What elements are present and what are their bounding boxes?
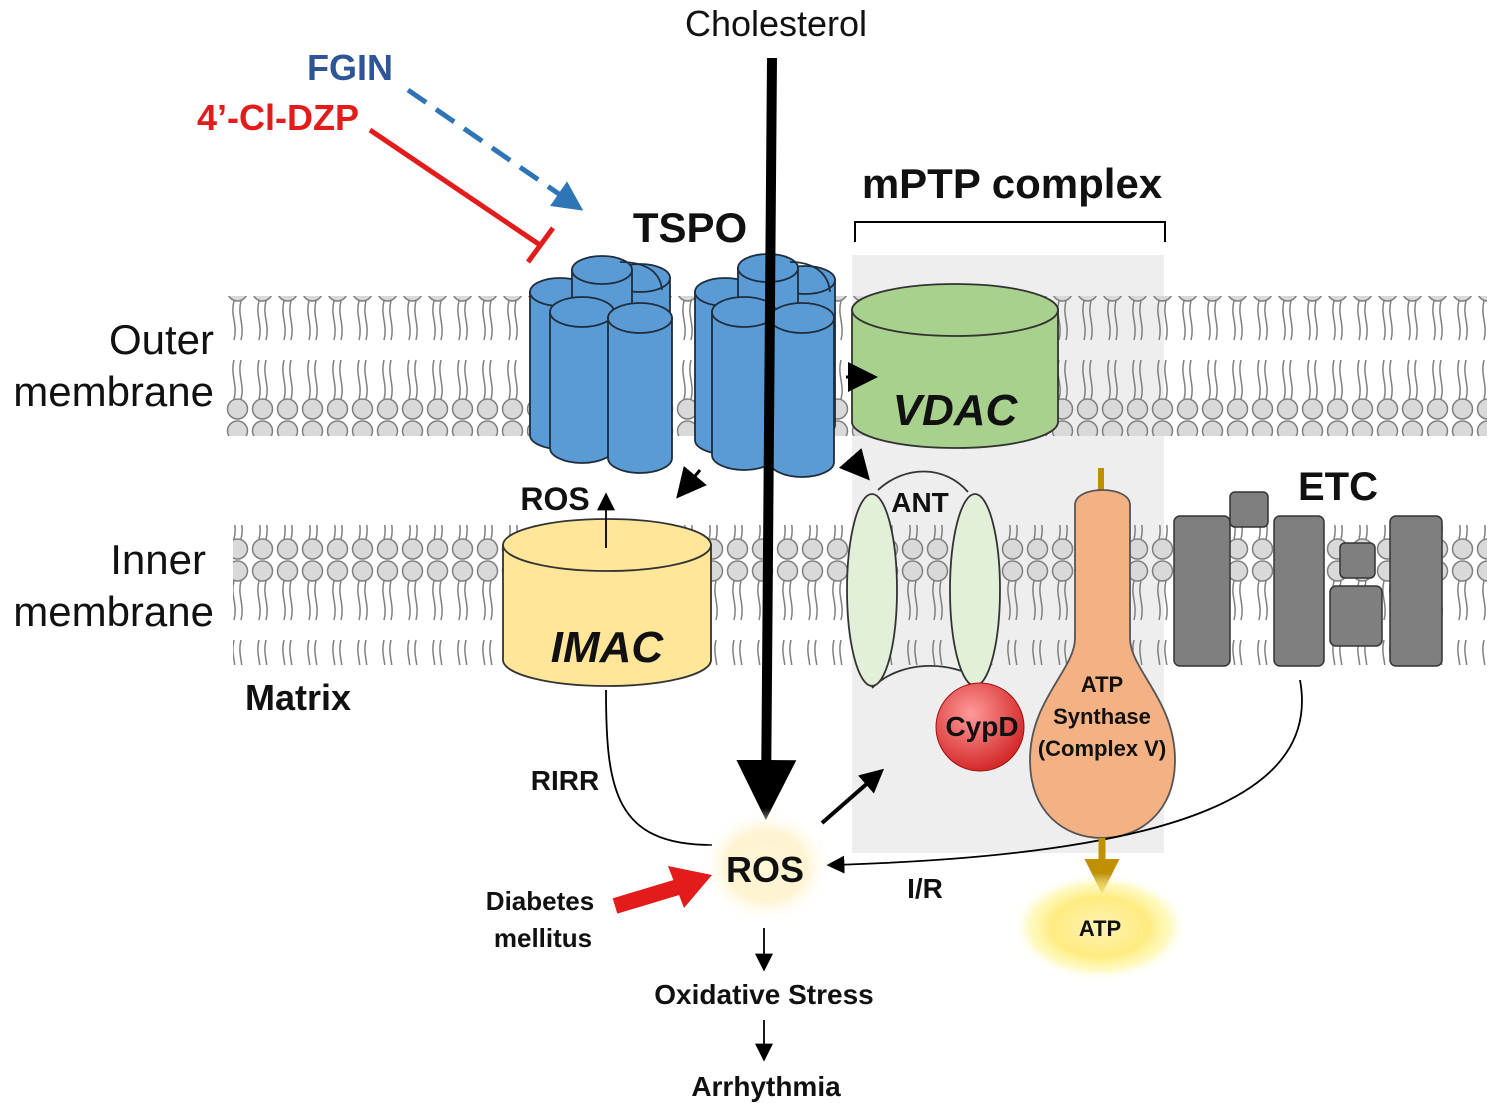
diabetes-label-1: Diabetes xyxy=(486,886,594,916)
atp-label: ATP xyxy=(1079,916,1121,941)
ir-label: I/R xyxy=(907,873,943,904)
arrhythmia-label: Arrhythmia xyxy=(691,1071,841,1102)
tspo-protein-left xyxy=(529,255,673,474)
mptp-bracket xyxy=(854,221,1166,242)
tspo-protein-right xyxy=(694,253,836,478)
etc-label: ETC xyxy=(1298,465,1378,509)
tspo-label: TSPO xyxy=(633,204,747,251)
rirr-label: RIRR xyxy=(531,765,599,796)
ant-transporter xyxy=(846,470,1001,689)
mptp-label: mPTP complex xyxy=(862,160,1163,207)
fgin-arrow xyxy=(406,87,584,211)
atp-synthase-label-3: (Complex V) xyxy=(1038,736,1166,761)
outer-membrane-label-1: Outer xyxy=(109,316,214,363)
diabetes-arrow xyxy=(612,866,712,914)
cl-dzp-inhibition xyxy=(368,127,556,264)
inner-membrane-label-1: Inner xyxy=(110,536,206,583)
rirr-loop xyxy=(605,689,713,846)
ros-upper-label: ROS xyxy=(520,481,589,517)
oxidative-stress-label: Oxidative Stress xyxy=(654,979,873,1010)
matrix-label: Matrix xyxy=(245,677,351,718)
atp-synthase-label-2: Synthase xyxy=(1053,704,1151,729)
cypd-protein xyxy=(935,682,1025,772)
cholesterol-label: Cholesterol xyxy=(685,3,867,44)
imac-label: IMAC xyxy=(551,623,665,672)
cypd-label: CypD xyxy=(945,711,1018,742)
fgin-label: FGIN xyxy=(307,47,393,88)
etc-complex xyxy=(1173,491,1443,667)
atp-glow xyxy=(1012,873,1188,981)
ros-to-mptp-arrow xyxy=(820,768,885,825)
vdac-label: VDAC xyxy=(893,386,1019,435)
tspo-to-ant-arrow xyxy=(838,448,870,481)
ant-label: ANT xyxy=(891,487,949,518)
etc-to-ros-arrow xyxy=(826,679,1303,874)
imac-channel xyxy=(502,518,712,687)
inner-membrane-label-2: membrane xyxy=(13,588,214,635)
cl-dzp-label: 4’-Cl-DZP xyxy=(197,97,359,138)
atp-synthase-label-1: ATP xyxy=(1081,672,1123,697)
tspo-to-imac-arrow xyxy=(676,465,707,499)
vdac-channel xyxy=(851,283,1059,449)
atp-synthase xyxy=(1029,468,1176,839)
diabetes-label-2: mellitus xyxy=(494,923,592,953)
ros-center-label: ROS xyxy=(726,849,804,890)
outer-membrane-label-2: membrane xyxy=(13,368,214,415)
cholesterol-arrow xyxy=(736,57,797,820)
ros-glow xyxy=(700,808,832,924)
